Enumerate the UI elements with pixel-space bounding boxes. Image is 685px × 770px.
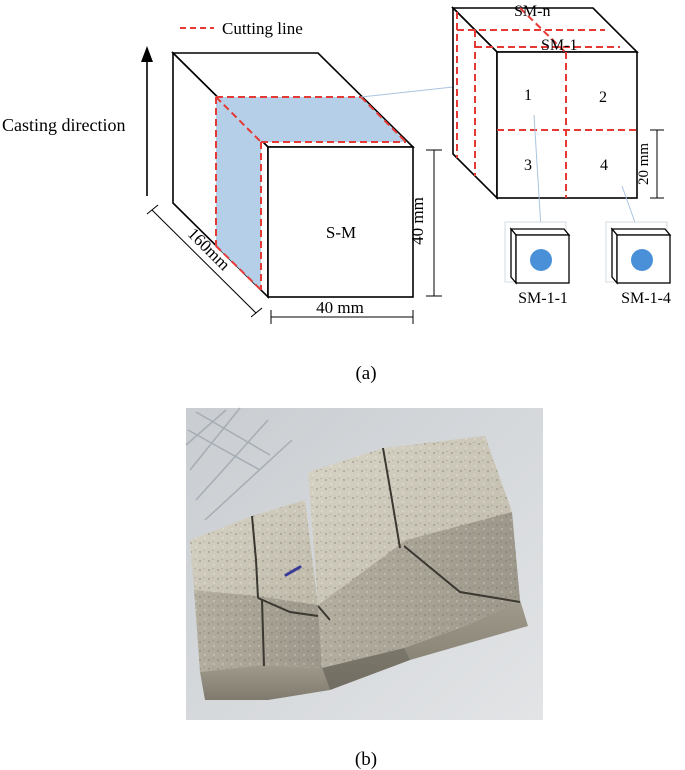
casting-direction-arrowhead [141, 46, 153, 62]
sub-specimen-right: SM-1-4 [605, 221, 672, 307]
block-bottom-face [200, 665, 330, 700]
sub-specimen-label: SM-1-1 [518, 290, 568, 307]
height-dimension [426, 149, 442, 297]
sub-specimen-left: SM-1-1 [504, 221, 571, 307]
slice-label-front: SM-1 [541, 37, 577, 54]
slice-label-back: SM-n [514, 3, 550, 20]
sub-specimen-dot [530, 249, 552, 271]
block-crack [403, 545, 521, 603]
sub-dimension [650, 129, 664, 199]
sub-specimen-top [509, 228, 571, 236]
height-dimension-label: 40 mm [408, 197, 427, 245]
length-dimension [146, 204, 263, 318]
specimen-photo [185, 407, 543, 720]
sub-specimen-leader [533, 114, 542, 229]
sub-specimen-face [616, 234, 671, 284]
block-crack [251, 515, 259, 599]
legend: Cutting line [180, 19, 303, 38]
casting-direction-indicator: Casting direction [2, 46, 153, 196]
casting-direction-label: Casting direction [2, 115, 125, 135]
block-crack [317, 605, 331, 621]
prism-cut-top-shade [216, 97, 406, 142]
block-bottom-face [322, 600, 528, 690]
specimen-label: S-M [326, 223, 356, 242]
quadrant-label: 4 [600, 157, 608, 174]
photo-background-scaffold [185, 407, 293, 521]
sub-specimen-top [610, 228, 672, 236]
sub-specimen-side [611, 227, 618, 285]
sub-specimen-leader [621, 185, 638, 229]
sub-dimension-label: 20 mm [636, 143, 652, 185]
sub-specimen-label: SM-1-4 [621, 290, 671, 307]
caption-a: (a) [355, 363, 376, 384]
block-gap-shadow [322, 648, 410, 690]
prism-specimen: S-M 160mm 40 mm 40 mm [146, 51, 442, 324]
quadrant-label: 2 [599, 89, 607, 106]
block-crack [382, 447, 401, 549]
section-leader-line [360, 86, 454, 98]
slice-cube: SM-n SM-1 1 2 3 4 20 mm [451, 3, 664, 200]
quadrant-label: 3 [524, 157, 532, 174]
caption-b: (b) [355, 749, 377, 770]
quadrant-label: 1 [524, 87, 532, 104]
prism-cut-side-shade [216, 97, 261, 290]
sub-specimen-dot [631, 249, 653, 271]
pen-mark [284, 565, 302, 577]
block-crack [261, 599, 265, 667]
legend-cutting-line-label: Cutting line [222, 19, 303, 38]
width-dimension [270, 310, 414, 324]
sub-specimen-side [510, 227, 517, 285]
width-dimension-label: 40 mm [316, 298, 364, 317]
block-crack [257, 597, 319, 617]
prism-front-face [267, 146, 414, 298]
